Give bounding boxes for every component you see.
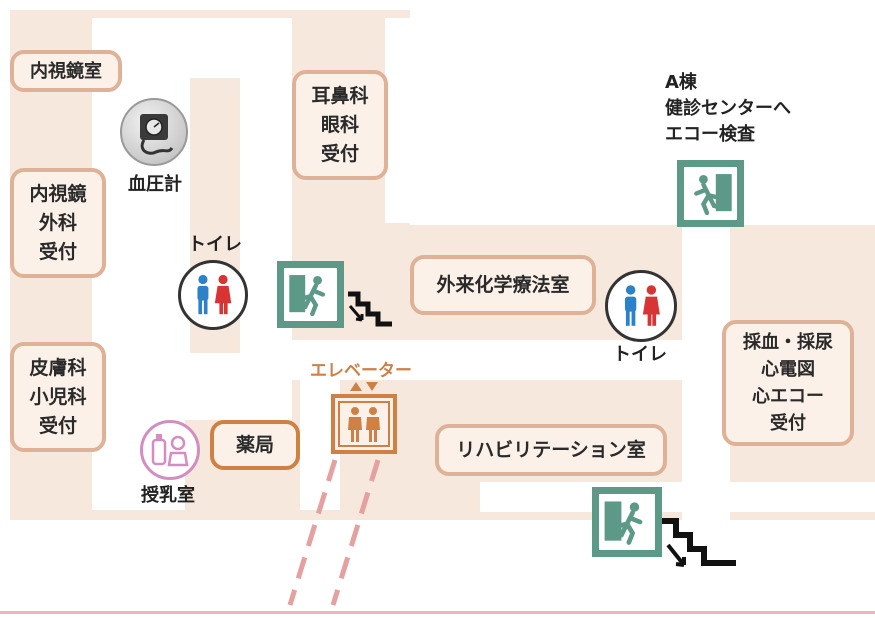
a-building-direction-label: A棟 健診センターへ エコー検査	[665, 72, 791, 145]
blood-pressure-monitor-icon	[120, 98, 188, 166]
toilet-left-label: トイレ	[188, 234, 242, 255]
blood-pressure-monitor-label: 血圧計	[128, 174, 182, 195]
room-pharmacy[interactable]: 薬局	[210, 420, 300, 470]
nursing-room-icon[interactable]	[140, 420, 200, 480]
elevator-arrows-icon	[350, 382, 378, 391]
room-dermatology-pediatrics-reception-label: 皮膚科 小児科 受付	[29, 356, 87, 437]
room-outpatient-chemo-label: 外来化学療法室	[436, 273, 570, 296]
room-rehabilitation[interactable]: リハビリテーション室	[435, 424, 667, 476]
room-blood-urine-ecg-reception-label: 採血・採尿 心電図 心エコー 受付	[743, 332, 833, 434]
room-blood-urine-ecg-reception[interactable]: 採血・採尿 心電図 心エコー 受付	[722, 320, 854, 446]
corridor-horizontal	[240, 340, 685, 380]
stairs-down-icon-bottom[interactable]	[660, 515, 738, 577]
toilet-right-label: トイレ	[613, 344, 667, 365]
elevator-label: エレベーター	[310, 361, 412, 381]
room-endoscopy-surgery-reception-label: 内視鏡 外科 受付	[29, 182, 87, 263]
corridor-bottom	[480, 482, 875, 512]
restroom-icon-left[interactable]	[178, 260, 248, 330]
emergency-exit-icon-top-right[interactable]	[677, 160, 744, 227]
room-outpatient-chemo[interactable]: 外来化学療法室	[410, 255, 596, 315]
room-endoscopy-surgery-reception[interactable]: 内視鏡 外科 受付	[10, 168, 106, 278]
corridor-top	[92, 18, 292, 78]
room-endoscopy[interactable]: 内視鏡室	[10, 50, 122, 92]
bottom-border	[0, 611, 875, 614]
emergency-exit-icon-center[interactable]	[277, 261, 344, 328]
stairs-down-icon-center[interactable]	[346, 288, 394, 332]
room-ent-eye-reception[interactable]: 耳鼻科 眼科 受付	[292, 70, 388, 180]
room-endoscopy-label: 内視鏡室	[30, 60, 102, 82]
room-ent-eye-reception-label: 耳鼻科 眼科 受付	[311, 84, 369, 165]
restroom-icon-right[interactable]	[605, 270, 677, 342]
room-pharmacy-label: 薬局	[235, 433, 274, 456]
room-rehabilitation-label: リハビリテーション室	[456, 438, 646, 461]
walkway-dashed-path	[287, 459, 381, 606]
elevator-icon[interactable]	[331, 394, 397, 454]
corridor-top-right	[385, 18, 675, 223]
room-dermatology-pediatrics-reception[interactable]: 皮膚科 小児科 受付	[10, 342, 106, 452]
nursing-room-label: 授乳室	[141, 485, 195, 506]
emergency-exit-icon-bottom[interactable]	[592, 487, 662, 557]
